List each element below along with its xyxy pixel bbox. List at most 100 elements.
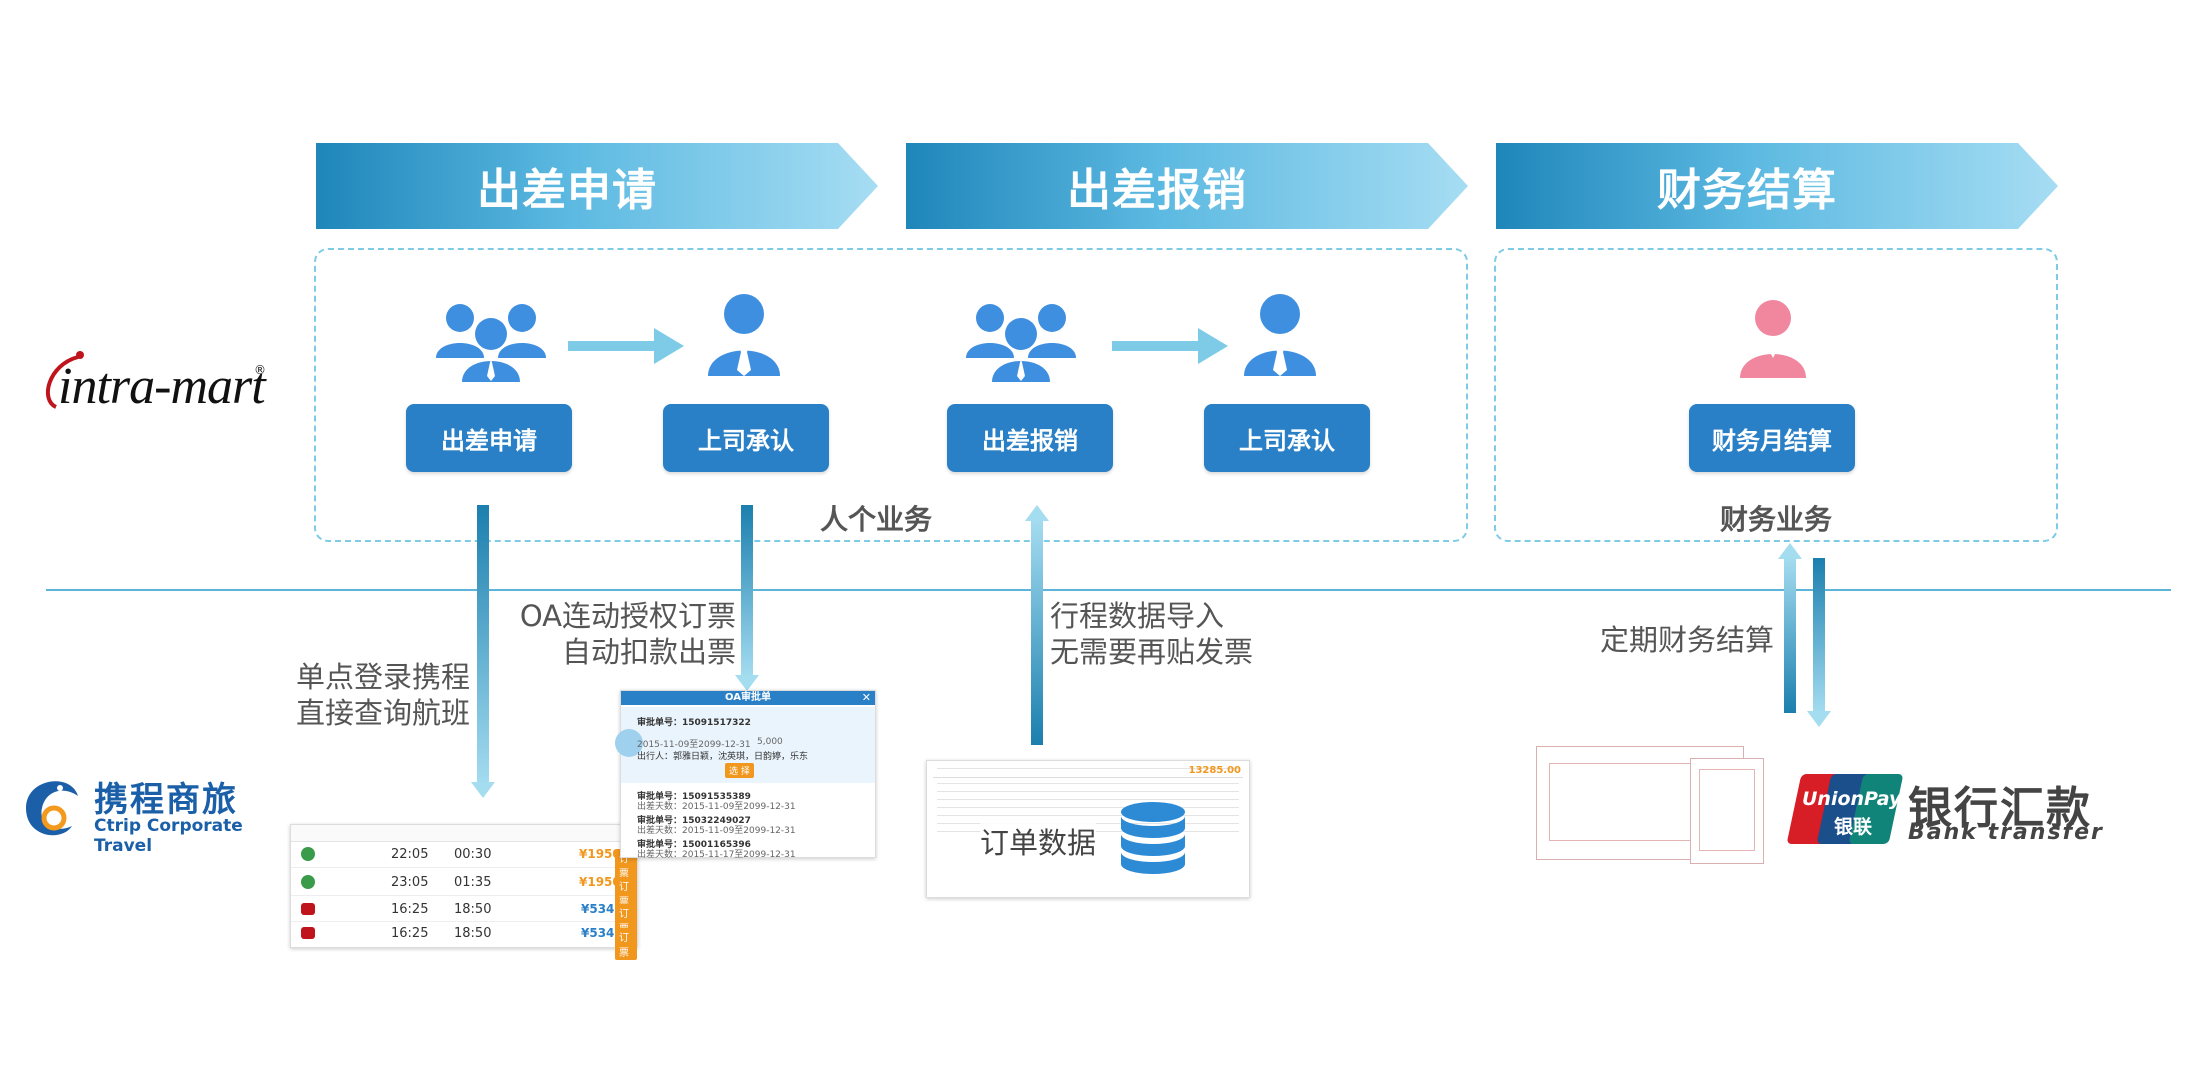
airline-logo-icon: [301, 903, 315, 915]
group-icon-reimburse: [966, 304, 1076, 382]
arrow-up-icon: [1025, 505, 1049, 521]
oa-caption: OA连动授权订票 自动扣款出票: [518, 598, 736, 670]
order-total: 13285.00: [1188, 765, 1241, 776]
personal-business-label: 人个业务: [820, 503, 933, 536]
caption-line: OA连动授权订票: [519, 599, 736, 633]
close-icon[interactable]: ✕: [861, 691, 871, 704]
stage-label: 财务结算: [1657, 165, 1837, 216]
monthly-settlement-button[interactable]: 财务月结算: [1689, 404, 1855, 472]
approval-dates: 出差天数：2015-11-17至2099-12-31: [637, 850, 796, 860]
bank-transfer-en: Bank transfer: [1908, 820, 2104, 845]
caption-line: 单点登录携程: [296, 660, 471, 694]
connector-sso: [477, 505, 489, 785]
stage-banner-settlement: 财务结算: [1496, 143, 2058, 229]
select-button[interactable]: 选 择: [725, 763, 754, 778]
connector-oa: [741, 505, 753, 677]
stage-label: 出差申请: [477, 165, 657, 216]
book-button[interactable]: 订票: [615, 877, 637, 909]
registered-mark: ®: [254, 363, 266, 377]
oa-window-titlebar: OA审批单 ✕: [621, 691, 875, 705]
intramart-swoosh-icon: [46, 351, 84, 409]
airline-logo-icon: [301, 875, 315, 889]
arrow-down-icon: [471, 782, 495, 798]
arrow-up-icon: [1778, 543, 1802, 559]
flight-row[interactable]: 16:25 18:50 ¥5340 订票: [291, 923, 637, 960]
arrow-down-icon: [1807, 711, 1831, 727]
caption-line: 直接查询航班: [296, 696, 471, 730]
arrival-time: 01:35: [454, 875, 492, 890]
flight-price: ¥5340: [581, 902, 623, 916]
reimburse-button[interactable]: 出差报销: [947, 404, 1113, 472]
invoice-document-2: [1690, 758, 1764, 864]
stage-label: 出差报销: [1067, 165, 1247, 216]
connector-settle-up: [1784, 558, 1796, 713]
approval-number: 审批单号：15032249027: [637, 816, 751, 826]
unionpay-logo: UnionPay 银联: [1786, 774, 1904, 844]
approval-dates: 出差天数：2015-11-09至2099-12-31: [637, 802, 796, 812]
stage-banner-apply: 出差申请: [316, 143, 878, 229]
bank-transfer-cn: 银行汇款: [1908, 783, 2092, 834]
departure-time: 23:05: [391, 875, 429, 890]
approval-number: 审批单号：15091535389: [637, 792, 751, 802]
periodic-settlement-caption: 定期财务结算: [1600, 623, 1775, 657]
approval-dates: 2015-11-09至2099-12-31: [637, 740, 751, 750]
invoice-table: [1699, 769, 1755, 851]
plane-badge-icon: [615, 729, 643, 757]
sso-caption: 单点登录携程 直接查询航班: [296, 659, 470, 731]
arrival-time: 18:50: [454, 902, 492, 917]
finance-person-icon: [1740, 300, 1806, 378]
approval-number: 审批单号：15091517322: [637, 718, 751, 728]
group-icon-apply: [436, 304, 546, 382]
itinerary-caption: 行程数据导入 无需要再贴发票: [1050, 598, 1253, 670]
approval-dates: 出差天数：2015-11-09至2099-12-31: [637, 826, 796, 836]
departure-time: 16:25: [391, 926, 429, 941]
manager-icon-1: [708, 294, 780, 376]
divider-line: [46, 589, 2171, 591]
personal-business-panel: [314, 248, 1468, 542]
arrow-right-icon: [568, 328, 684, 364]
finance-business-panel: [1494, 248, 2058, 542]
approval-travelers: 出行人：郭雅日颖，沈英琪，日韵婷，乐东: [637, 752, 809, 762]
ctrip-cn-name: 携程商旅: [94, 780, 238, 820]
connector-settle-down: [1813, 558, 1825, 713]
intramart-logo: intra-mart ®: [38, 345, 268, 425]
connector-itinerary: [1031, 520, 1043, 745]
caption-line: 自动扣款出票: [561, 635, 736, 669]
stage-banner-reimburse: 出差报销: [906, 143, 1468, 229]
flight-price: ¥1950: [579, 875, 621, 889]
approval-amount: 5,000: [757, 737, 783, 747]
airline-logo-icon: [301, 927, 315, 939]
unionpay-cn: 银联: [1834, 816, 1873, 838]
apply-button[interactable]: 出差申请: [406, 404, 572, 472]
arrow-right-icon: [1112, 328, 1228, 364]
book-button[interactable]: 订票: [615, 928, 637, 960]
approval-number: 审批单号：15001165396: [637, 840, 751, 850]
selected-approval-item[interactable]: 审批单号：15091517322 2015-11-09至2099-12-31 5…: [615, 707, 875, 783]
arrival-time: 00:30: [454, 847, 492, 862]
flight-row[interactable]: 16:25 18:50 ¥5340 订票: [291, 899, 637, 936]
arrival-time: 18:50: [454, 926, 492, 941]
ctrip-logo: 携程商旅 Ctrip Corporate Travel: [16, 768, 276, 856]
order-header-row: 13285.00: [933, 765, 1243, 778]
finance-business-label: 财务业务: [1720, 503, 1833, 536]
flight-price: ¥5340: [581, 926, 623, 940]
airline-logo-icon: [301, 847, 315, 861]
oa-window-title: OA审批单: [725, 692, 771, 703]
arrow-down-icon: [735, 675, 759, 691]
caption-line: 行程数据导入: [1050, 599, 1225, 633]
flight-list-screenshot: 22:05 00:30 ¥1950 订票 23:05 01:35 ¥1950 订…: [290, 824, 638, 960]
departure-time: 16:25: [391, 902, 429, 917]
flight-row[interactable]: 22:05 00:30 ¥1950 订票: [291, 843, 637, 881]
order-data-caption: 订单数据: [980, 820, 1097, 862]
oa-approval-window: OA审批单 ✕ 审批单号：15091517322 2015-11-09至2099…: [615, 690, 876, 860]
flight-row[interactable]: 23:05 01:35 ¥1950 订票: [291, 871, 637, 909]
manager-icon-2: [1244, 294, 1316, 376]
unionpay-en: UnionPay: [1802, 788, 1902, 810]
manager-approval-button-2[interactable]: 上司承认: [1204, 404, 1370, 472]
ctrip-dolphin-icon: [26, 781, 78, 836]
manager-approval-button[interactable]: 上司承认: [663, 404, 829, 472]
database-icon: [1121, 802, 1185, 874]
ctrip-en-name: Ctrip Corporate Travel: [94, 816, 243, 856]
departure-time: 22:05: [391, 847, 429, 862]
caption-line: 无需要再贴发票: [1050, 635, 1254, 669]
